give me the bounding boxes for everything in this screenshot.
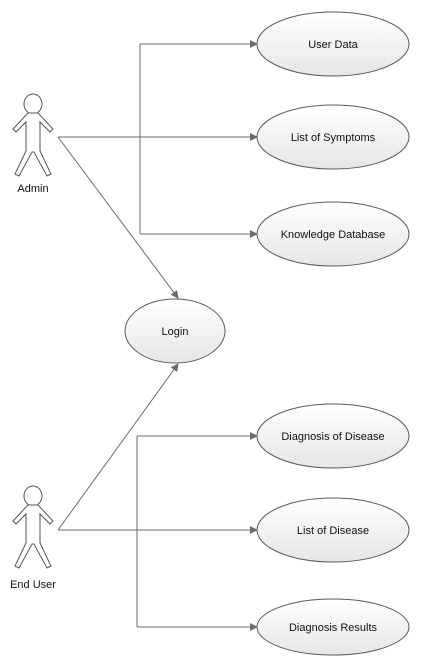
end-user-to-login-arrow <box>57 363 179 531</box>
use-case-login-label: Login <box>162 326 189 338</box>
use-case-ellipse <box>256 104 410 170</box>
admin-stick-figure-icon <box>12 93 54 177</box>
use-case-list-of-symptoms-label: List of Symptoms <box>291 132 376 144</box>
use-case-knowledge-database-label: Knowledge Database <box>281 229 386 241</box>
use-case-diagnosis-results[interactable]: Diagnosis Results <box>256 598 410 656</box>
use-case-user-data-label: User Data <box>308 39 358 51</box>
use-case-diagnosis-results-label: Diagnosis Results <box>289 622 378 634</box>
use-case-user-data[interactable]: User Data <box>256 11 410 77</box>
use-case-ellipse <box>256 403 410 469</box>
use-case-knowledge-database[interactable]: Knowledge Database <box>256 201 410 267</box>
use-case-list-of-symptoms[interactable]: List of Symptoms <box>256 104 410 170</box>
admin-label: Admin <box>17 183 48 195</box>
end-user-stick-figure-icon <box>12 485 54 569</box>
use-case-ellipse <box>124 298 226 364</box>
use-case-ellipse <box>256 598 410 656</box>
use-case-list-of-disease-label: List of Disease <box>297 525 369 537</box>
use-case-ellipse <box>256 11 410 77</box>
use-case-ellipse <box>256 497 410 563</box>
admin-to-login-arrow <box>57 136 179 299</box>
admin-connectors <box>57 40 258 299</box>
use-case-login[interactable]: Login <box>124 298 226 364</box>
admin-actor[interactable]: Admin <box>12 93 54 195</box>
use-case-diagnosis-of-disease-label: Diagnosis of Disease <box>281 431 384 443</box>
use-case-list-of-disease[interactable]: List of Disease <box>256 497 410 563</box>
use-case-ellipse <box>256 201 410 267</box>
end-user-label: End User <box>10 579 56 591</box>
use-case-diagnosis-of-disease[interactable]: Diagnosis of Disease <box>256 403 410 469</box>
end-user-actor[interactable]: End User <box>10 485 56 591</box>
end-user-connectors <box>57 363 258 631</box>
